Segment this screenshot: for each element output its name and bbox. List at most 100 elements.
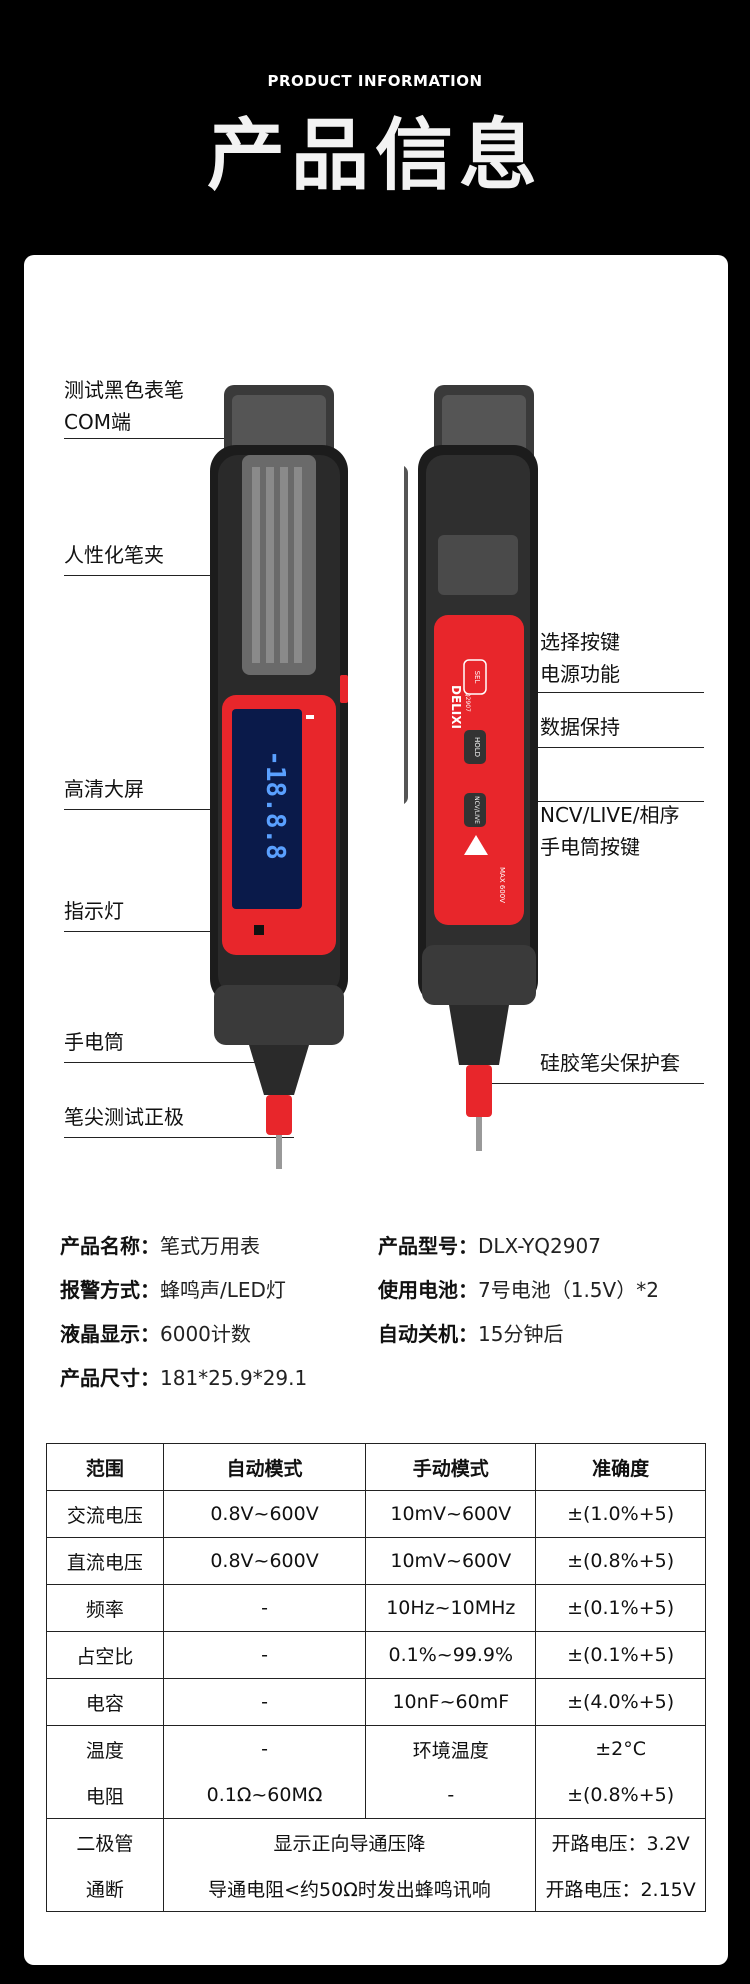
info-model: 产品型号：DLX-YQ2907 [378,1230,601,1259]
callout-select-key: 选择按键 电源功能 [540,626,620,690]
info-display-label: 液晶显示： [60,1322,160,1346]
pen-front-illustration: -18.8.8 [210,385,348,1169]
table-cell: 电阻 [46,1772,164,1819]
table-cell: ±2°C [535,1725,706,1772]
info-display-value: 6000计数 [160,1322,251,1346]
table-cell: - [162,1725,367,1772]
ncv-button[interactable] [464,793,486,827]
callout-com-line2: COM端 [64,410,131,434]
info-autooff-value: 15分钟后 [478,1322,564,1346]
table-cell: 导通电阻<约50Ω时发出蜂鸣讯响 [162,1865,537,1912]
info-size: 产品尺寸：181*25.9*29.1 [60,1362,307,1391]
table-cell: 温度 [46,1725,164,1772]
sel-button[interactable] [463,659,487,695]
callout-line [64,1062,274,1063]
callout-line [64,1137,294,1138]
table-header-cell: 手动模式 [365,1443,537,1491]
info-autooff-label: 自动关机： [378,1322,478,1346]
pen-side-illustration: DELIXI DLX-YQ2907 SEL HOLD NCV/LIVE MAX … [404,385,538,1151]
table-cell: - [365,1772,537,1819]
table-cell: 0.1%~99.9% [365,1631,537,1679]
info-alarm-label: 报警方式： [60,1278,160,1302]
info-display: 液晶显示：6000计数 [60,1318,251,1347]
table-row: 占空比-0.1%~99.9%±(0.1%+5) [46,1631,706,1679]
warning-triangle-icon [464,835,488,855]
table-cell: 环境温度 [365,1725,537,1772]
callout-line [494,747,704,748]
table-row: 频率-10Hz~10MHz±(0.1%+5) [46,1584,706,1632]
table-cell: 电容 [46,1678,164,1726]
info-battery: 使用电池：7号电池（1.5V）*2 [378,1274,659,1303]
pen-clip-side [404,466,408,804]
table-cell: 显示正向导通压降 [162,1818,537,1865]
callout-ncv-line1: NCV/LIVE/相序 [540,803,680,827]
callout-line [484,1083,704,1084]
table-cell: 10mV~600V [365,1490,537,1538]
button-panel [434,615,524,925]
table-cell: 频率 [46,1584,164,1632]
table-cell: 10mV~600V [365,1537,537,1585]
table-cell: ±(4.0%+5) [535,1678,706,1726]
callout-ncv-key: NCV/LIVE/相序 手电筒按键 [540,799,679,863]
header-subtitle: PRODUCT INFORMATION [267,72,483,90]
info-model-value: DLX-YQ2907 [478,1234,601,1258]
table-cell: ±(0.8%+5) [535,1772,706,1819]
table-cell: 10Hz~10MHz [365,1584,537,1632]
probe-tip [276,1135,282,1169]
info-model-label: 产品型号： [378,1234,478,1258]
table-cell: - [162,1584,367,1632]
table-cell: 占空比 [46,1631,164,1679]
info-alarm-value: 蜂鸣声/LED灯 [160,1278,286,1302]
table-cell: 0.8V~600V [162,1490,367,1538]
header: PRODUCT INFORMATION 产品信息 [0,0,750,255]
callout-line [64,438,264,439]
table-header-row: 范围 自动模式 手动模式 准确度 [46,1443,706,1491]
table-cell: 0.8V~600V [162,1537,367,1585]
table-cell: 10nF~60mF [365,1678,537,1726]
table-cell: ±(0.1%+5) [535,1584,706,1632]
table-header-cell: 范围 [46,1443,164,1491]
silicone-cap [466,1065,492,1117]
flashlight [249,1045,309,1095]
header-title: 产品信息 [206,111,543,201]
callout-line [64,575,304,576]
info-battery-label: 使用电池： [378,1278,478,1302]
callout-line [64,809,294,810]
info-size-label: 产品尺寸： [60,1366,160,1390]
table-cell: ±(0.8%+5) [535,1537,706,1585]
table-cell: ±(1.0%+5) [535,1490,706,1538]
table-cell: 二极管 [46,1818,164,1865]
lcd-main-digits: -18.8.8 [260,750,290,860]
callout-indicator: 指示灯 [64,899,124,923]
table-cell: 开路电压：2.15V [535,1865,706,1912]
table-cell: 交流电压 [46,1490,164,1538]
info-name-value: 笔式万用表 [160,1234,260,1258]
callout-data-hold: 数据保持 [540,715,620,739]
table-header-cell: 自动模式 [162,1443,367,1491]
callout-ncv-line2: 手电筒按键 [540,835,640,859]
callout-probe-tip: 笔尖测试正极 [64,1105,184,1129]
callout-flashlight: 手电筒 [64,1030,124,1054]
table-row-diode: 二极管 显示正向导通压降 开路电压：3.2V [46,1818,706,1865]
info-battery-value: 7号电池（1.5V）*2 [478,1278,659,1302]
callout-com-terminal: 测试黑色表笔 COM端 [64,374,184,438]
callout-silicone-cap: 硅胶笔尖保护套 [540,1051,680,1075]
callout-com-line1: 测试黑色表笔 [64,378,184,402]
info-size-value: 181*25.9*29.1 [160,1366,308,1390]
table-cell: - [162,1678,367,1726]
hold-button[interactable] [464,730,486,764]
table-row: 电容-10nF~60mF±(4.0%+5) [46,1678,706,1726]
table-row-continuity: 通断 导通电阻<约50Ω时发出蜂鸣讯响 开路电压：2.15V [46,1865,706,1912]
table-row: 温度-环境温度±2°C [46,1725,706,1772]
sel-button-label: SEL [473,671,481,684]
rating-text: MAX 600V [498,867,506,903]
callout-line [64,931,294,932]
hold-button-label: HOLD [473,737,481,757]
info-name: 产品名称：笔式万用表 [60,1230,260,1259]
table-header-cell: 准确度 [535,1443,706,1491]
product-card: 测试黑色表笔 COM端 人性化笔夹 高清大屏 指示灯 手电筒 笔尖测试正极 选择… [24,255,728,1965]
lcd-screen [232,709,302,909]
